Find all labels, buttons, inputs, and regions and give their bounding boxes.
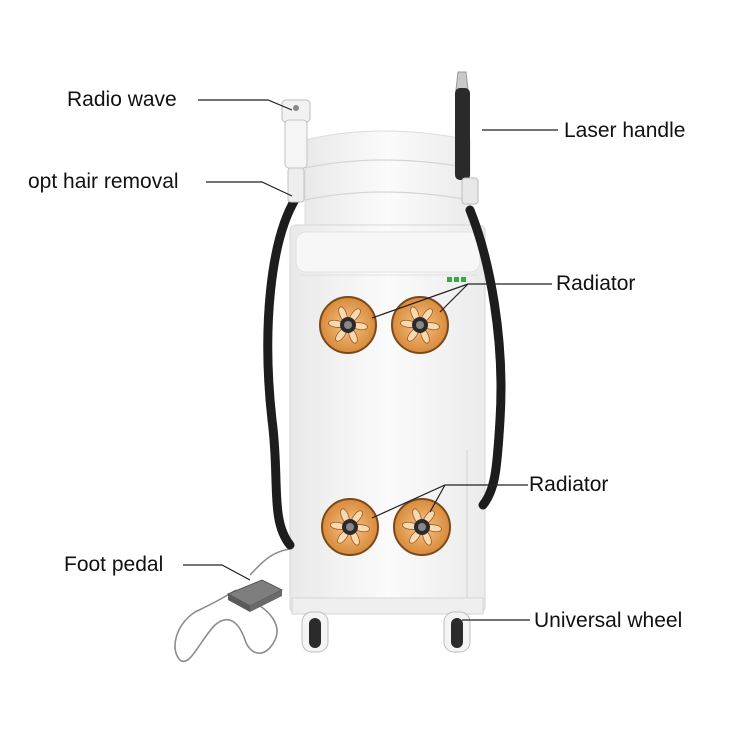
leader-radiator-bottom bbox=[371, 484, 528, 519]
right-handpiece-cable bbox=[465, 205, 506, 510]
left-handpiece-cable bbox=[263, 193, 301, 550]
foot-pedal-icon bbox=[226, 579, 284, 612]
label-laser-handle: Laser handle bbox=[564, 119, 686, 142]
cabinet-curve-2 bbox=[304, 191, 471, 201]
fan-bottom-right-icon bbox=[393, 498, 451, 556]
label-foot-pedal: Foot pedal bbox=[64, 553, 164, 576]
cabinet-shoulder bbox=[295, 231, 481, 273]
cabinet-base bbox=[291, 597, 484, 615]
label-radiator-bottom: Radiator bbox=[529, 473, 609, 496]
leader-foot-pedal bbox=[183, 564, 251, 581]
laser-handpiece-icon bbox=[455, 71, 479, 205]
label-radio-wave: Radio wave bbox=[67, 88, 177, 111]
leader-radio-wave bbox=[198, 99, 293, 111]
fan-bottom-left-icon bbox=[321, 498, 379, 556]
label-universal-wheel: Universal wheel bbox=[534, 609, 683, 632]
cabinet-body bbox=[289, 224, 486, 614]
leader-radiator-top bbox=[371, 283, 552, 319]
cabinet-curve-1 bbox=[304, 159, 471, 169]
label-opt-hair-removal: opt hair removal bbox=[28, 170, 179, 193]
leader-opt-hair-removal bbox=[206, 181, 293, 197]
right-wheel-icon bbox=[443, 611, 471, 653]
radio-wave-handpiece-icon bbox=[281, 99, 311, 203]
fan-top-left-icon bbox=[319, 296, 377, 354]
label-radiator-top: Radiator bbox=[556, 272, 636, 295]
left-wheel-icon bbox=[301, 611, 329, 653]
fan-top-right-icon bbox=[391, 296, 449, 354]
indicator-lights bbox=[447, 277, 466, 282]
